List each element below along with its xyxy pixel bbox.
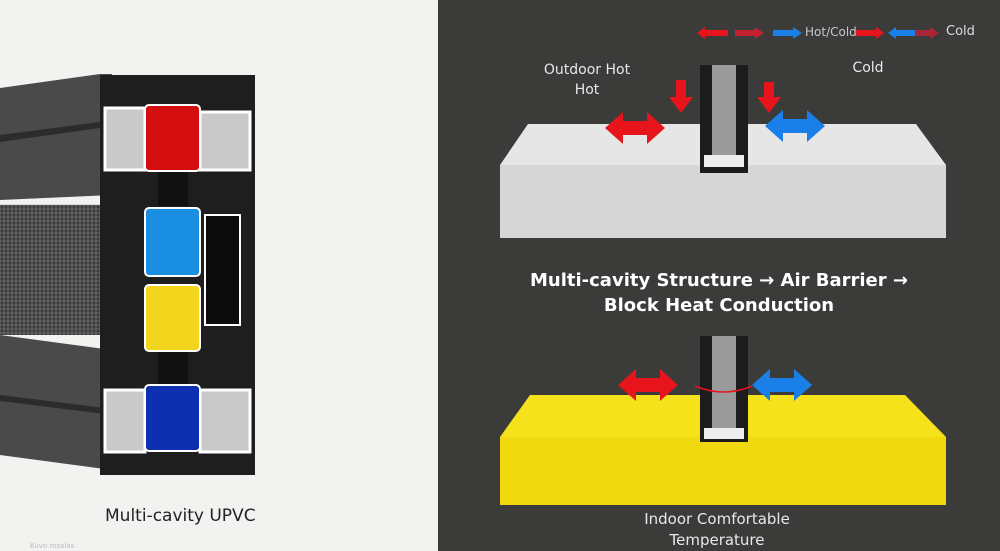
glass-unit-top (700, 65, 748, 173)
top-frame-slab (0, 74, 112, 200)
upvc-profile-panel: Multi-cavity UPVC Kuvo rosalas (0, 0, 438, 551)
hot-down-arrow (669, 80, 693, 113)
outdoor-hot-label-2: Hot (574, 82, 600, 98)
headline-line2: Block Heat Conduction (603, 295, 835, 316)
upvc-profile-illustration (0, 74, 255, 475)
indoor-label: Indoor Comfortable (644, 510, 790, 528)
watermark: Kuvo rosalas (30, 542, 75, 550)
hot-down-arrow-2 (757, 82, 781, 113)
glass-unit-bottom (700, 336, 748, 442)
blocked-heat-line (694, 385, 753, 393)
chamber-dark-blue (144, 384, 201, 452)
chamber-yellow (144, 284, 201, 352)
legend-end-label: Cold (946, 24, 975, 39)
chamber-blue (144, 207, 201, 277)
legend-mid-label: Hot/Cold (805, 25, 857, 39)
headline-line1: Multi-cavity Structure → Air Barrier → (530, 270, 908, 291)
chamber-red (144, 104, 201, 172)
cold-label: Cold (852, 60, 884, 76)
legend-arrows (697, 27, 939, 39)
caption: Multi-cavity UPVC (105, 506, 256, 526)
outdoor-hot-label: Outdoor Hot (543, 62, 631, 78)
indoor-label-2: Temperature (669, 531, 765, 549)
